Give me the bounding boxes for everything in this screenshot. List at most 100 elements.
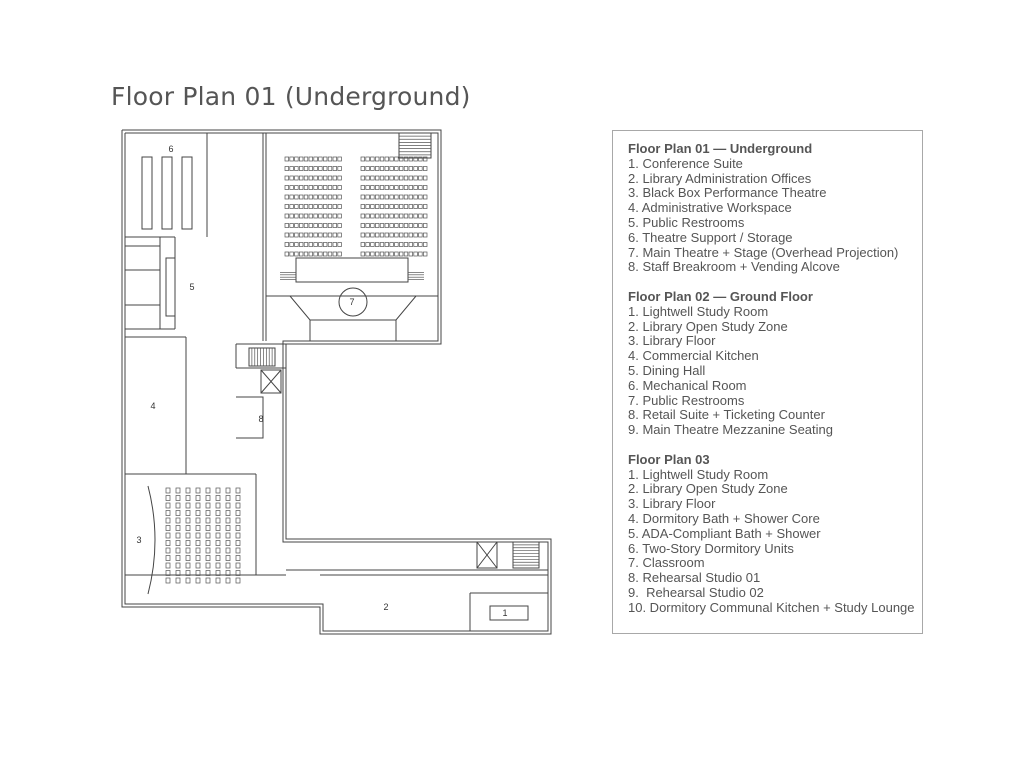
legend-panel: Floor Plan 01 — Underground 1. Conferenc… <box>612 130 923 634</box>
seat <box>418 232 423 238</box>
seat <box>394 166 399 171</box>
seat <box>379 194 385 200</box>
seat <box>403 242 409 247</box>
seat <box>289 204 294 209</box>
seat <box>332 185 337 190</box>
seat <box>185 517 191 524</box>
legend-item: 2. Library Open Study Zone <box>628 318 788 334</box>
seat <box>308 204 313 209</box>
seat <box>332 156 337 162</box>
seat <box>332 223 337 228</box>
seat <box>370 194 375 200</box>
seat <box>289 175 294 181</box>
seat <box>327 204 333 209</box>
seat <box>403 185 409 190</box>
seat <box>308 194 313 200</box>
seat <box>408 223 413 228</box>
seat <box>299 251 304 257</box>
seat <box>175 502 181 509</box>
seat <box>284 251 289 257</box>
seat <box>215 510 221 516</box>
legend-item: 8. Rehearsal Studio 01 <box>628 570 761 586</box>
seat <box>379 232 385 238</box>
seat <box>289 156 294 162</box>
seat <box>323 185 328 190</box>
seat <box>418 242 423 247</box>
seat <box>185 510 191 516</box>
legend-item: 7. Main Theatre + Stage (Overhead Projec… <box>628 244 899 260</box>
room-label: 7 <box>349 297 354 307</box>
seat <box>384 175 389 181</box>
seat <box>360 194 365 200</box>
seat <box>215 577 221 584</box>
seat <box>185 555 191 561</box>
seat <box>389 251 394 257</box>
seat <box>327 194 333 200</box>
seat <box>423 194 428 200</box>
seat <box>195 570 201 576</box>
seat <box>365 185 370 190</box>
seat <box>408 175 413 181</box>
seat <box>318 251 323 257</box>
seat <box>303 185 309 190</box>
seat <box>195 517 201 524</box>
seat <box>327 213 333 219</box>
seat <box>399 213 404 219</box>
seat <box>413 166 418 171</box>
seat <box>235 577 241 584</box>
seat <box>337 232 342 238</box>
seat <box>423 166 428 171</box>
seat <box>284 223 289 228</box>
seat <box>403 175 409 181</box>
seat <box>284 185 289 190</box>
seat <box>235 555 241 561</box>
seat <box>399 223 404 228</box>
seat <box>423 156 428 162</box>
seat <box>370 232 375 238</box>
seat <box>195 525 201 531</box>
seat <box>225 577 231 584</box>
seat <box>327 251 333 257</box>
seat <box>360 232 365 238</box>
seat <box>327 223 333 228</box>
seat <box>384 156 389 162</box>
seat <box>384 194 389 200</box>
seat <box>408 204 413 209</box>
seat <box>394 175 399 181</box>
seat <box>299 185 304 190</box>
seat <box>303 223 309 228</box>
seat <box>379 156 385 162</box>
seat <box>337 166 342 171</box>
seat <box>384 204 389 209</box>
seat <box>195 487 201 494</box>
legend-item: 7. Public Restrooms <box>628 392 745 408</box>
seat <box>185 577 191 584</box>
seat <box>423 175 428 181</box>
seat <box>423 242 428 247</box>
seat <box>313 166 318 171</box>
seat <box>185 570 191 576</box>
room-label: 6 <box>168 144 173 154</box>
seat <box>418 204 423 209</box>
seat <box>294 223 299 228</box>
seat <box>303 213 309 219</box>
seat <box>308 232 313 238</box>
seat <box>205 577 211 584</box>
legend-item: 1. Lightwell Study Room <box>628 466 769 482</box>
seat <box>205 555 211 561</box>
seat <box>318 232 323 238</box>
seat <box>205 540 211 546</box>
seat <box>418 156 423 162</box>
seat <box>332 242 337 247</box>
seat <box>370 251 375 257</box>
seat <box>185 495 191 501</box>
seat <box>403 251 409 257</box>
seat <box>389 223 394 228</box>
seat <box>384 232 389 238</box>
seat <box>365 232 370 238</box>
seat <box>379 175 385 181</box>
seat <box>375 175 380 181</box>
seat <box>370 156 375 162</box>
seat <box>303 251 309 257</box>
seat <box>225 570 231 576</box>
